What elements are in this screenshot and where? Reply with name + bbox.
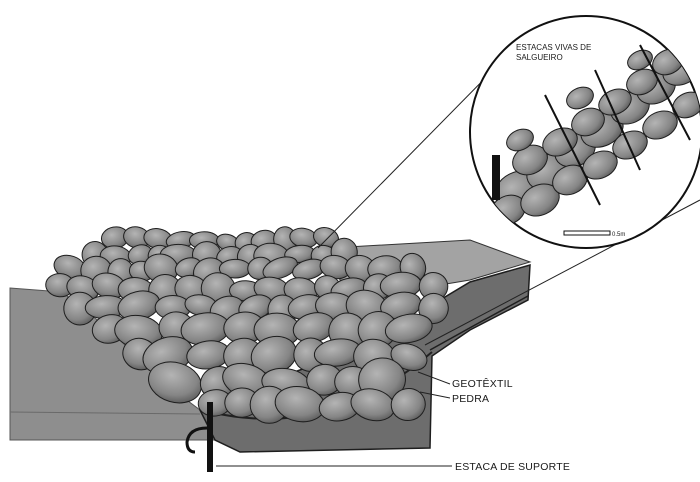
willow-stakes-label-1: ESTACAS VIVAS DE bbox=[516, 43, 591, 52]
stake-post-detail bbox=[492, 155, 500, 200]
willow-stakes-label-2: SALGUEIRO bbox=[516, 53, 563, 62]
geotextile-label: GEOTÊXTIL bbox=[452, 377, 513, 390]
stone-label: PEDRA bbox=[452, 393, 489, 405]
scale-label: 0.5m bbox=[612, 232, 625, 238]
support-stake-label: ESTACA DE SUPORTE bbox=[455, 461, 570, 473]
